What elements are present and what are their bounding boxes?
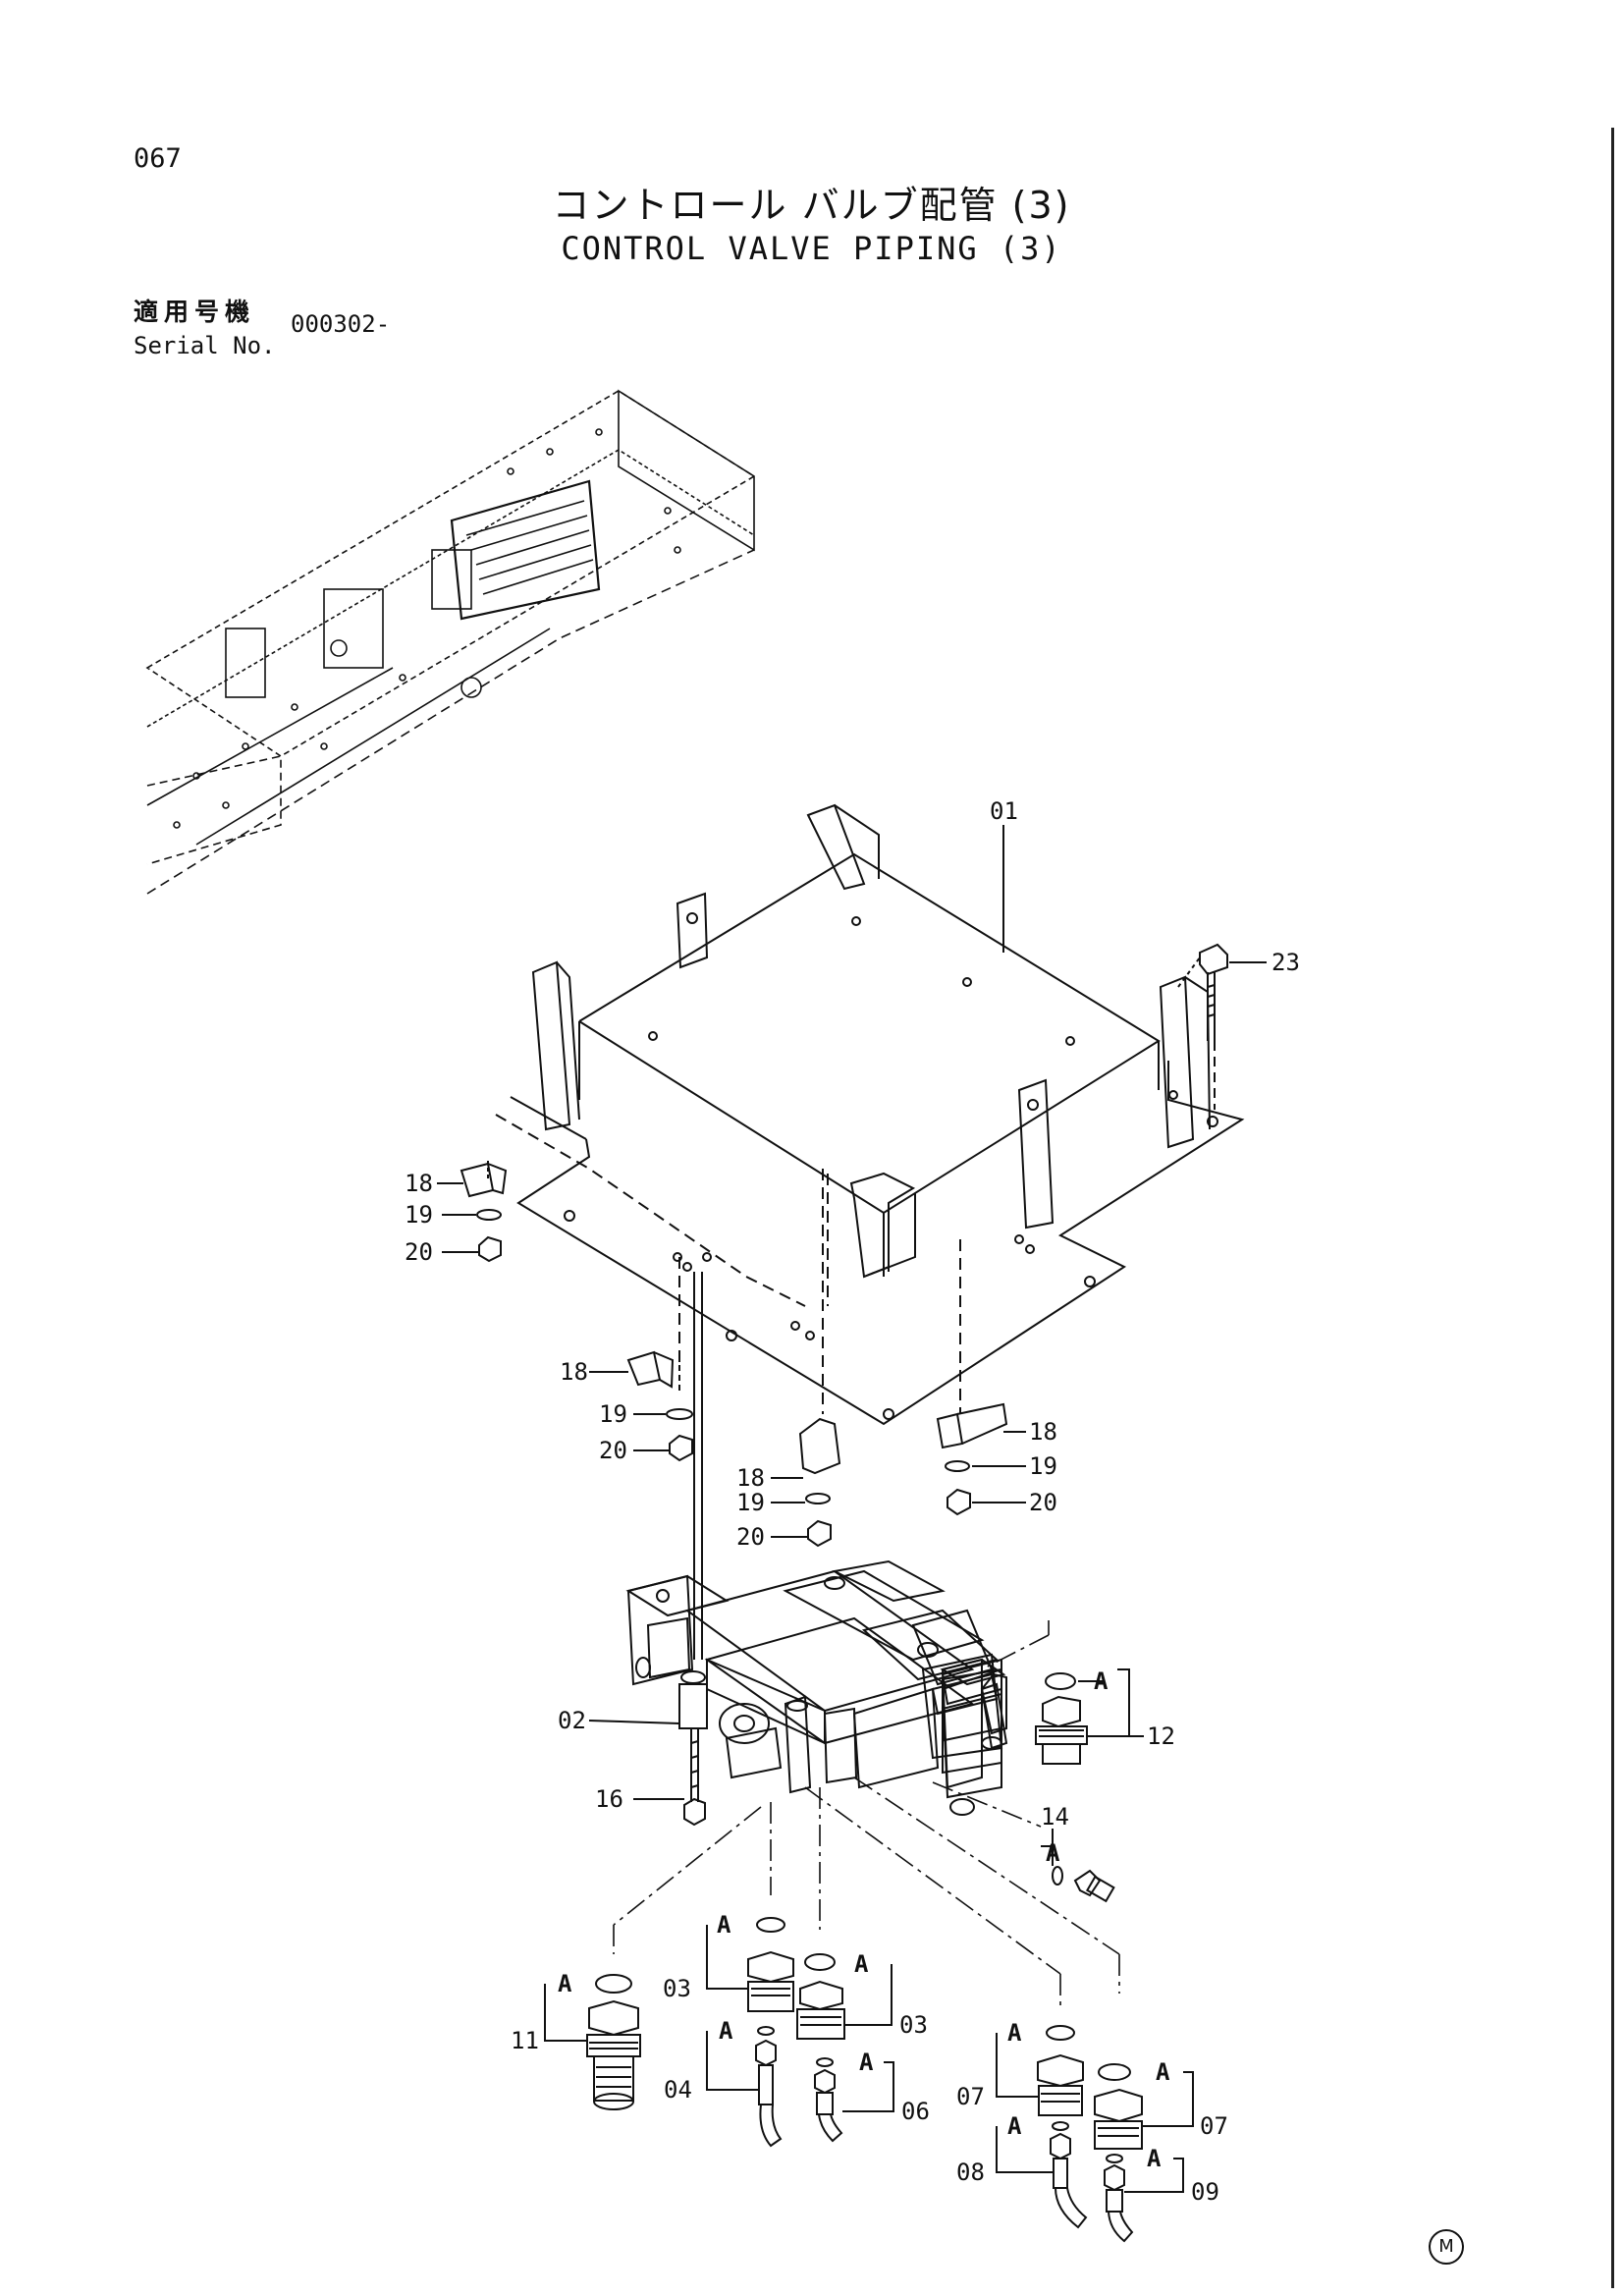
bracket-set-c <box>771 1417 841 1548</box>
oring-a-07-right: A <box>1156 2058 1170 2086</box>
oring-a-03-left: A <box>717 1911 731 1939</box>
fitting-12 <box>1035 1668 1144 1765</box>
page-edge-line <box>1611 128 1614 2288</box>
callout-07-right: 07 <box>1200 2112 1228 2140</box>
control-valve-assembly <box>625 1559 1008 1816</box>
page-title-japanese: コントロール バルブ配管 (3) <box>552 184 1071 227</box>
callout-14: 14 <box>1041 1803 1069 1831</box>
callout-19-d: 19 <box>1029 1452 1057 1480</box>
oring-a-07-left: A <box>1007 2019 1022 2047</box>
callout-06: 06 <box>901 2098 930 2125</box>
callout-19-c: 19 <box>736 1489 765 1516</box>
fitting-06-elbow <box>814 2057 894 2143</box>
callout-07-left: 07 <box>956 2083 985 2110</box>
callout-20-d: 20 <box>1029 1489 1057 1516</box>
callout-20-b: 20 <box>599 1437 627 1464</box>
oring-a-09: A <box>1147 2145 1162 2172</box>
fitting-08-elbow <box>996 2121 1088 2229</box>
callout-18-d: 18 <box>1029 1418 1057 1446</box>
page-title-english: CONTROL VALVE PIPING (3) <box>561 230 1062 267</box>
page-number: 067 <box>134 143 182 174</box>
fitting-07-left <box>996 2025 1084 2116</box>
callout-20-a: 20 <box>405 1238 433 1266</box>
fitting-04-elbow <box>706 2026 783 2148</box>
fitting-14 <box>1041 1829 1115 1903</box>
corner-mark-symbol: M <box>1429 2229 1464 2265</box>
callout-leaders <box>584 2040 587 2042</box>
oring-a-markers: A A A A A A A A A A A <box>558 1667 1170 2172</box>
callout-02: 02 <box>558 1707 586 1734</box>
callout-08: 08 <box>956 2159 985 2186</box>
callout-16: 16 <box>595 1785 623 1813</box>
serial-number-value: 000302- <box>291 310 391 338</box>
oring-a-08: A <box>1007 2112 1022 2140</box>
callout-23: 23 <box>1271 949 1300 976</box>
callout-03-left: 03 <box>663 1975 691 2002</box>
machine-frame-illustration <box>145 389 756 895</box>
oring-a-03-right: A <box>854 1950 869 1978</box>
bolt-23 <box>1177 943 1267 1110</box>
callout-12: 12 <box>1147 1722 1175 1750</box>
oring-a-04: A <box>719 2017 733 2045</box>
callout-19-a: 19 <box>405 1201 433 1229</box>
fitting-07-right <box>1094 2063 1194 2150</box>
oring-a-11: A <box>558 1970 572 1997</box>
callout-19-b: 19 <box>599 1400 627 1428</box>
oring-a-12: A <box>1094 1667 1109 1695</box>
callout-18-b: 18 <box>560 1358 588 1386</box>
fitting-11 <box>544 1974 641 2110</box>
callout-09: 09 <box>1191 2178 1219 2206</box>
bracket-set-b <box>589 1350 693 1462</box>
bracket-set-d <box>936 1402 1026 1516</box>
mounting-plate-01 <box>495 803 1245 1426</box>
oring-a-06: A <box>859 2049 874 2076</box>
fitting-03-right <box>796 1953 893 2040</box>
callout-03-right: 03 <box>899 2011 928 2039</box>
callout-11: 11 <box>511 2027 539 2054</box>
fitting-09-elbow <box>1104 2154 1184 2243</box>
callout-01: 01 <box>990 797 1018 825</box>
callout-labels: 01 23 18 19 20 18 19 20 18 19 20 18 19 2… <box>405 797 1300 2206</box>
pipe-route-lines <box>613 1620 1120 2008</box>
serial-label-japanese: 適用号機 <box>134 298 256 326</box>
oring-a-14: A <box>1046 1839 1060 1867</box>
bracket-set-a <box>437 1159 508 1263</box>
callout-20-c: 20 <box>736 1523 765 1551</box>
fitting-03-left <box>706 1917 794 2012</box>
serial-label-english: Serial No. <box>134 332 276 359</box>
stud-bolt-16 <box>633 1728 706 1827</box>
callout-18-a: 18 <box>405 1170 433 1197</box>
callout-04: 04 <box>664 2076 692 2104</box>
callout-18-c: 18 <box>736 1464 765 1492</box>
leader-02 <box>588 1720 680 1724</box>
